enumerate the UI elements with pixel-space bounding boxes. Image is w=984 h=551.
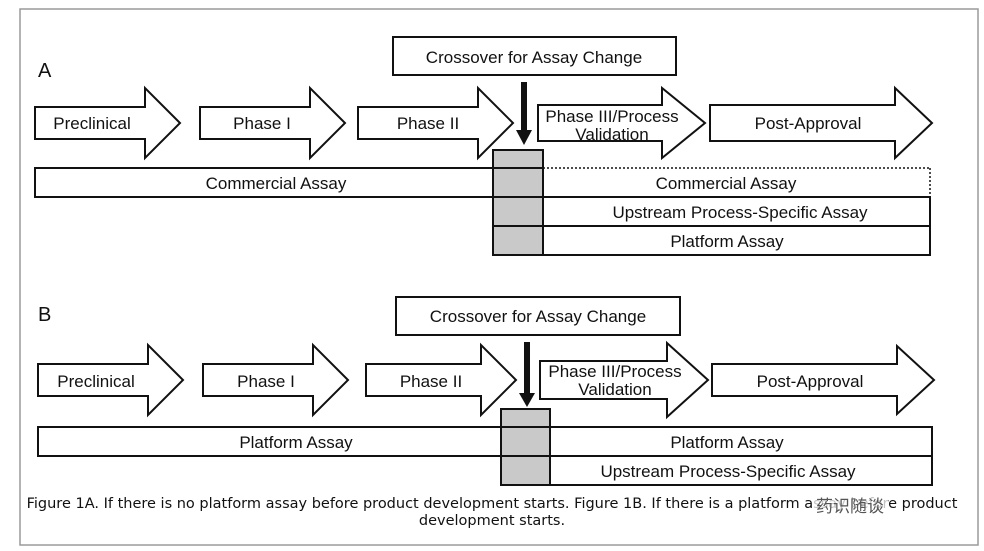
- watermark-text: 药识随谈: [812, 492, 888, 517]
- panel-b-crossover-column: [500, 408, 551, 486]
- panel-b-post-bar-label: Platform Assay: [670, 433, 784, 452]
- panel-b-post-bar: [549, 426, 933, 457]
- panel-a-crossover-label: Crossover for Assay Change: [426, 48, 642, 67]
- panel-b-phase-arrow: [539, 340, 710, 420]
- panel-b: B Crossover for Assay Change Preclinical…: [37, 296, 936, 486]
- panel-a-post-bar-label: Upstream Process-Specific Assay: [612, 203, 868, 222]
- panel-a-crossover-box: [392, 36, 677, 76]
- panel-b-post-bar: [500, 455, 933, 486]
- panel-b-phase-label: Phase II: [400, 372, 462, 391]
- panel-a-phase-arrow: [709, 85, 934, 161]
- panel-b-phase-label: Phase I: [237, 372, 295, 391]
- panel-a-post-bar-label: Commercial Assay: [656, 174, 797, 193]
- panel-a-crossover-column: [492, 149, 544, 256]
- panel-a-phase-label: Post-Approval: [755, 114, 862, 133]
- panel-b-crossover-label: Crossover for Assay Change: [430, 307, 646, 326]
- panel-a-post-bar: [542, 196, 931, 227]
- panel-a-label: A: [38, 60, 52, 82]
- panel-a-phase-label: Preclinical: [53, 114, 130, 133]
- panel-b-phase-arrow: [202, 342, 350, 418]
- panel-a-phase-arrow: [34, 85, 182, 161]
- panel-a-phase-arrow: [537, 85, 707, 161]
- panel-a-phase-arrow: [199, 85, 347, 161]
- panel-b-label: B: [38, 304, 51, 326]
- panel-b-crossover-box: [395, 296, 681, 336]
- panel-b-pre-bar: [37, 426, 502, 457]
- panel-b-pre-bar-label: Platform Assay: [239, 433, 353, 452]
- panel-a-post-bar-label: Platform Assay: [670, 232, 784, 251]
- panel-a-post-bar: [492, 225, 931, 256]
- panel-b-crossover-arrowhead: [519, 393, 535, 407]
- panel-b-post-bar-label: Upstream Process-Specific Assay: [600, 462, 856, 481]
- panel-b-phase-arrow: [37, 342, 185, 418]
- panel-a-phase-arrow: [357, 85, 515, 161]
- panel-a-crossover-arrowhead: [516, 130, 532, 145]
- figure-caption: Figure 1A. If there is no platform assay…: [26, 496, 958, 529]
- panel-b-phase-label: Post-Approval: [757, 372, 864, 391]
- panel-a-phase-label: Phase II: [397, 114, 459, 133]
- panel-a-phase-label: Phase I: [233, 114, 291, 133]
- panel-a: A Crossover for Assay Change Preclinical…: [34, 36, 934, 256]
- panel-b-phase-label: Preclinical: [57, 372, 134, 391]
- panel-b-phase-arrow: [365, 342, 518, 418]
- panel-b-phase-arrow: [711, 343, 936, 417]
- panel-a-pre-bar-label: Commercial Assay: [206, 174, 347, 193]
- figure-frame: [19, 8, 979, 546]
